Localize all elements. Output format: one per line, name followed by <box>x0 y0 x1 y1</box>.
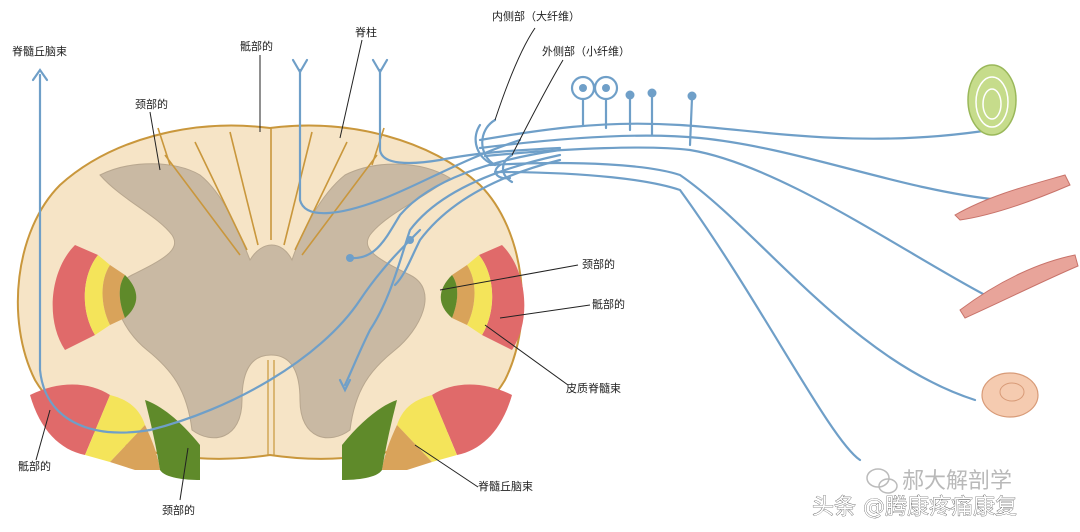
label-sacral-right: 骶部的 <box>592 297 625 311</box>
label-sacral-bottom-left: 骶部的 <box>18 459 51 473</box>
spinothalamic-arrow-tip <box>31 68 49 82</box>
golgi-receptor <box>981 372 1039 418</box>
label-sacral-top: 骶部的 <box>240 39 273 53</box>
wechat-icon <box>866 468 898 494</box>
muscle-spindle-2 <box>959 254 1079 319</box>
dorsal-column-fiber-1-tip <box>291 58 309 75</box>
label-cervical-right: 颈部的 <box>582 257 615 271</box>
label-spinothalamic-bottom: 脊髓丘脑束 <box>478 479 533 493</box>
leader-lines <box>35 27 591 501</box>
watermark-account: 头条 @腾康疼痛康复 <box>812 495 1017 520</box>
left-corticospinal-bands <box>52 245 137 350</box>
dorsal-root-bundle <box>474 122 1002 462</box>
watermark-brand: 郝大解剖学 <box>902 469 1012 494</box>
gray-matter <box>99 163 451 439</box>
muscle-spindle-1 <box>954 174 1071 221</box>
dorsal-column-fiber-2-tip <box>371 58 389 75</box>
label-cervical-left: 颈部的 <box>135 97 168 111</box>
dorsal-column-fiber-2 <box>378 68 562 165</box>
label-cervical-bottom: 颈部的 <box>162 503 195 517</box>
right-spinothalamic-bands <box>342 384 512 480</box>
right-corticospinal-bands <box>440 245 525 350</box>
sensory-neurons <box>570 75 697 147</box>
medial-root-bracket <box>481 118 497 167</box>
label-corticospinal: 皮质脊髓束 <box>566 381 621 395</box>
dorsal-column-fiber-1 <box>298 68 522 215</box>
pacinian-corpuscle <box>967 64 1017 136</box>
label-medial-part: 内侧部（大纤维） <box>492 9 580 23</box>
label-lateral-part: 外侧部（小纤维） <box>542 44 630 58</box>
dorsal-column-tracts <box>157 127 385 256</box>
spinothalamic-ascending-fiber <box>38 73 422 434</box>
label-spinal-column: 脊柱 <box>355 25 377 39</box>
lateral-root-bracket <box>501 153 514 184</box>
label-spinothalamic-top: 脊髓丘脑束 <box>12 44 67 58</box>
anterior-median-fissure <box>267 360 275 455</box>
